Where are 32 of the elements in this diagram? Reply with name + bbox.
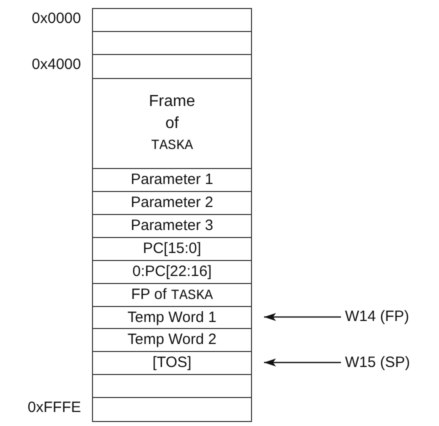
stack-cell — [92, 237, 252, 262]
cell-text: Parameter 3 — [130, 217, 214, 236]
stack-cell — [92, 328, 252, 352]
empty-stack-cell — [92, 54, 252, 80]
address-label: 0x4000 — [32, 56, 81, 73]
stack-cell — [92, 191, 252, 216]
cell-text: Temp Word 2 — [128, 331, 216, 350]
arrow — [264, 358, 341, 366]
empty-stack-cell — [92, 31, 252, 56]
register-label: W15 (SP) — [345, 354, 410, 370]
stack-cell — [92, 283, 252, 308]
address-label: 0x0000 — [32, 10, 81, 26]
stack-cell — [92, 260, 252, 284]
cell-text: Frame of TASKA — [148, 92, 196, 156]
empty-stack-cell — [92, 8, 252, 32]
cell-text: Parameter 1 — [130, 171, 214, 190]
cell-text: Temp Word 1 — [128, 308, 216, 327]
stack-cell — [92, 78, 252, 170]
arrow — [264, 313, 341, 321]
cell-text: Parameter 2 — [130, 194, 214, 212]
empty-stack-cell — [92, 374, 252, 398]
empty-stack-cell — [92, 397, 252, 422]
stack-cell — [92, 306, 252, 330]
stack-cell — [92, 351, 252, 376]
address-label: 0xFFFE — [28, 398, 81, 416]
register-label: W14 (FP) — [345, 308, 410, 325]
cell-text: [TOS] — [152, 354, 192, 372]
cell-text: FP of TASKA — [131, 286, 213, 305]
cell-text: PC[15:0] — [142, 240, 202, 258]
stack-cell — [92, 168, 252, 192]
cell-text: 0:PC[22:16] — [132, 263, 212, 282]
stack-cell — [92, 214, 252, 238]
